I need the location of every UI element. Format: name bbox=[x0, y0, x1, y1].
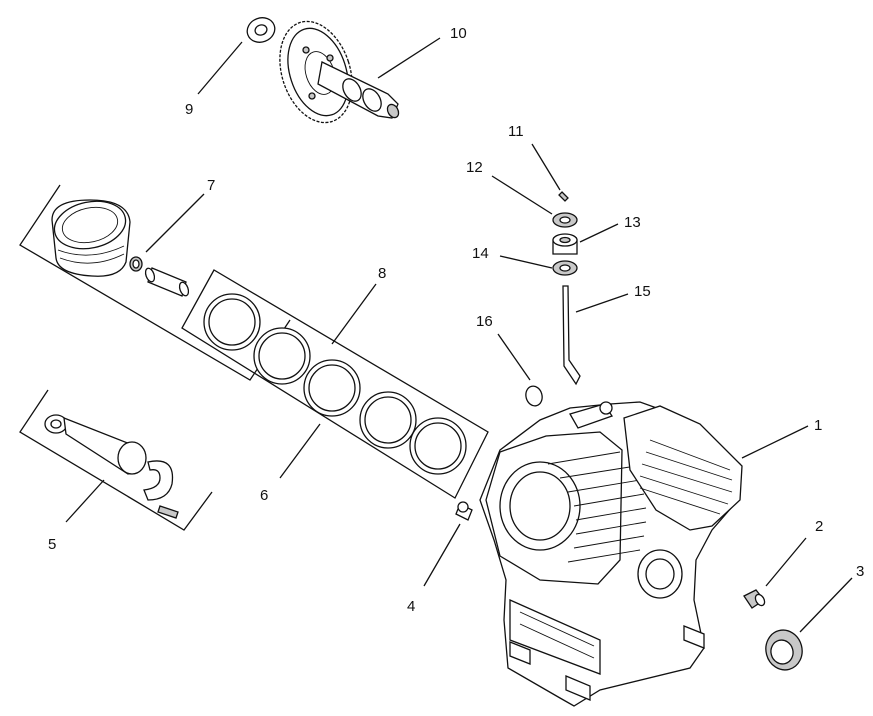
callout-3: 3 bbox=[856, 563, 864, 580]
callout-9: 9 bbox=[185, 101, 193, 118]
part-14-washer bbox=[552, 260, 578, 276]
callout-10: 10 bbox=[450, 25, 467, 42]
callout-5: 5 bbox=[48, 536, 56, 553]
leader-lines bbox=[65, 37, 853, 633]
callout-15: 15 bbox=[634, 283, 651, 300]
part-15-governor-shaft bbox=[562, 285, 581, 386]
piston bbox=[51, 199, 131, 277]
callout-12: 12 bbox=[466, 159, 483, 176]
part-12-washer bbox=[552, 212, 578, 228]
callout-1: 1 bbox=[814, 417, 822, 434]
part-9-washer bbox=[246, 17, 276, 43]
callout-labels: 1 2 3 4 5 6 7 8 9 10 11 12 13 14 15 16 bbox=[48, 25, 864, 615]
callout-8: 8 bbox=[378, 265, 386, 282]
part-13-bushing bbox=[552, 233, 578, 255]
part-2-drain-plug bbox=[743, 589, 766, 609]
part-6-piston-rings bbox=[203, 293, 467, 475]
part-11-pin bbox=[558, 191, 569, 202]
callout-2: 2 bbox=[815, 518, 823, 535]
part-3-oil-seal bbox=[765, 629, 803, 671]
part-5-connecting-rod bbox=[44, 414, 179, 519]
callout-16: 16 bbox=[476, 313, 493, 330]
callout-13: 13 bbox=[624, 214, 641, 231]
part-1-crankcase bbox=[479, 401, 743, 707]
callout-14: 14 bbox=[472, 245, 489, 262]
callout-6: 6 bbox=[260, 487, 268, 504]
callout-11: 11 bbox=[508, 123, 524, 140]
connecting-rod-box bbox=[19, 389, 213, 531]
piston-pin bbox=[144, 267, 190, 297]
callout-7: 7 bbox=[207, 177, 215, 194]
piston-rings-box bbox=[181, 269, 489, 499]
part-4-dowel-pin bbox=[455, 501, 473, 521]
part-10-camshaft bbox=[279, 20, 400, 124]
callout-4: 4 bbox=[407, 598, 415, 615]
part-16-plug bbox=[525, 385, 543, 407]
part-7-piston-pin-clip bbox=[129, 256, 143, 272]
